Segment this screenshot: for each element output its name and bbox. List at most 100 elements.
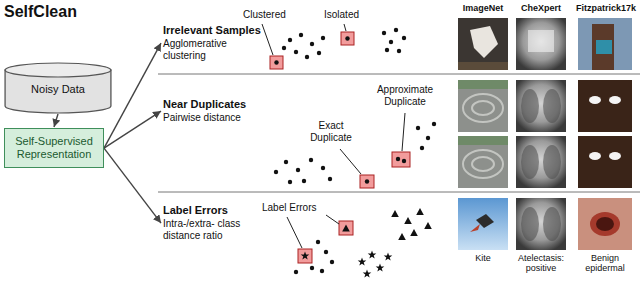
lesion — [590, 212, 620, 236]
leader-lines — [262, 24, 405, 248]
photo-detail — [458, 80, 508, 89]
kite — [470, 224, 480, 232]
photo — [458, 80, 508, 132]
photo — [578, 18, 632, 70]
point — [397, 49, 401, 53]
method-band: Near DuplicatesPairwise distance — [163, 98, 263, 124]
photo-detail — [472, 157, 494, 171]
photo-detail — [463, 150, 503, 178]
point — [284, 160, 288, 164]
scatter-label-errors — [294, 208, 432, 278]
flag-box — [339, 221, 353, 235]
lung — [521, 145, 539, 179]
point — [288, 180, 292, 184]
photo-detail — [458, 136, 508, 145]
photo-detail — [528, 30, 554, 52]
node-body: Agglomerative clustering — [163, 38, 263, 62]
callout-label: Isolated — [324, 9, 374, 21]
flag-box — [360, 175, 374, 188]
photo — [578, 80, 632, 132]
photo — [458, 136, 508, 188]
callout-label: Clustered — [243, 9, 303, 21]
triangle-point — [398, 233, 406, 240]
lung — [543, 89, 561, 123]
point — [324, 250, 328, 254]
callout-label: Approximate Duplicate — [365, 84, 445, 107]
node-heading: Self-Supervised Representation — [9, 135, 99, 161]
point — [394, 28, 398, 32]
point — [310, 266, 314, 270]
flag-box — [270, 56, 283, 69]
image-fitzpatrick-2 — [578, 80, 632, 188]
triangle-point — [424, 222, 432, 229]
star-point — [301, 252, 310, 260]
image-chexpert-2 — [516, 80, 566, 188]
image-chexpert-1 — [516, 18, 566, 70]
point — [310, 42, 314, 46]
image-imagenet-2 — [458, 80, 508, 188]
flag-box — [341, 32, 354, 45]
photo-detail — [592, 24, 614, 70]
image-caption: Kite — [453, 253, 513, 263]
point — [402, 159, 406, 163]
point — [321, 166, 325, 170]
triangle-point — [391, 210, 399, 217]
point — [389, 40, 393, 44]
lung — [521, 207, 539, 241]
image-caption: Benign epidermal — [575, 253, 635, 274]
photo — [458, 18, 508, 70]
point — [294, 50, 298, 54]
point — [330, 260, 334, 264]
column-header: ImageNet — [453, 3, 513, 13]
star-point — [363, 270, 372, 278]
xray — [516, 18, 566, 70]
callout-label: Label Errors — [262, 202, 332, 214]
image-chexpert-3 — [516, 198, 566, 250]
image-imagenet-1 — [458, 18, 508, 70]
data-cylinder: Noisy Data — [4, 62, 112, 114]
star-point — [384, 253, 393, 261]
point — [296, 168, 300, 172]
point — [385, 48, 389, 52]
point — [402, 36, 406, 40]
flow-arrow — [104, 111, 161, 148]
leader-line — [340, 149, 361, 174]
flow-arrow — [104, 148, 161, 223]
triangle-point — [410, 229, 418, 236]
point — [282, 46, 286, 50]
leader-line — [326, 215, 339, 224]
point — [299, 33, 303, 37]
point — [288, 38, 292, 42]
flow-arrow — [54, 114, 58, 127]
star-point — [376, 264, 385, 272]
star-point — [358, 258, 367, 266]
point — [416, 126, 420, 130]
photo — [458, 198, 508, 250]
image-caption: Atelectasis: positive — [511, 253, 571, 274]
point — [345, 36, 349, 40]
point — [302, 179, 306, 183]
point — [274, 170, 278, 174]
star-point — [368, 251, 377, 259]
point — [365, 179, 369, 183]
point — [274, 60, 278, 64]
point — [309, 158, 313, 162]
photo-detail — [589, 152, 601, 160]
cylinder-top — [5, 63, 111, 77]
scatter-duplicates — [274, 122, 436, 188]
triangle-point — [404, 217, 412, 224]
point — [294, 270, 298, 274]
leader-line — [262, 24, 273, 55]
point — [420, 146, 424, 150]
leader-line — [287, 217, 302, 248]
photo-detail — [470, 26, 498, 58]
diagram-title: SelfClean — [4, 3, 77, 21]
point — [316, 240, 320, 244]
method-band: Label ErrorsIntra-/extra- class distance… — [163, 204, 263, 242]
point — [382, 31, 386, 35]
lung — [521, 89, 539, 123]
leader-line — [344, 24, 346, 31]
xray — [516, 136, 566, 188]
node-body: Pairwise distance — [163, 112, 263, 124]
photo — [578, 136, 632, 188]
